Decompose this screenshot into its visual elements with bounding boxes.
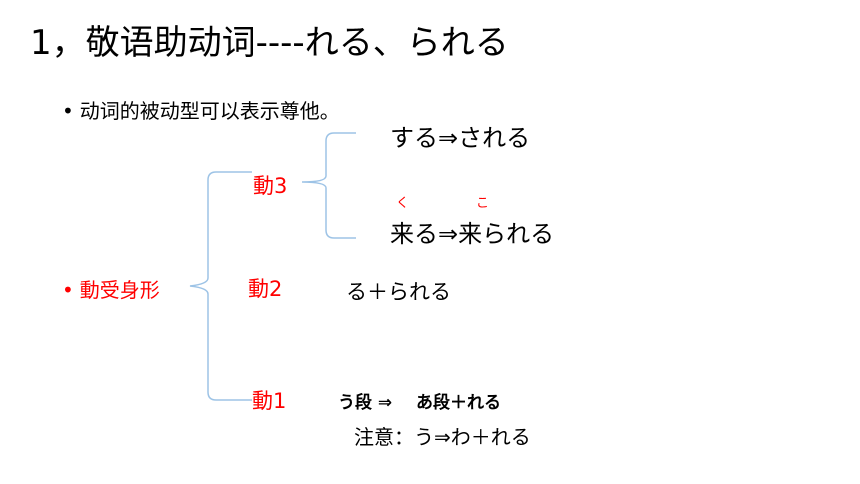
main-bracket [189, 171, 252, 401]
kuru-ruby-ku: く [396, 196, 410, 211]
verb1-rule-from: う段 ⇒ [338, 393, 393, 413]
verb-group-3: 動3 [253, 174, 288, 198]
kuru-ruby-ko: こ [476, 196, 490, 211]
bullet-sub-text: 动词的被动型可以表示尊他。 [79, 99, 340, 123]
verb1-rule-to: あ段＋れる [416, 393, 501, 413]
sub-bracket [301, 132, 356, 239]
passive-form-label: 動受身形 [79, 278, 160, 302]
verb-group-1: 動1 [252, 389, 287, 413]
bullet-sub-item: •动词的被动型可以表示尊他。 [62, 98, 340, 124]
suru-rule: する⇒される [390, 124, 531, 152]
kuru-rule: 来る⇒来られる [390, 220, 555, 248]
verb1-note: 注意：う⇒わ＋れる [354, 425, 531, 449]
verb2-rule: る＋られる [346, 280, 451, 304]
verb-group-2: 動2 [248, 277, 283, 301]
passive-form-item: •動受身形 [62, 277, 160, 303]
page-title: 1，敬语助动词----れる、られる [30, 23, 509, 63]
bullet-icon: • [62, 99, 74, 123]
bullet-icon: • [62, 278, 74, 302]
